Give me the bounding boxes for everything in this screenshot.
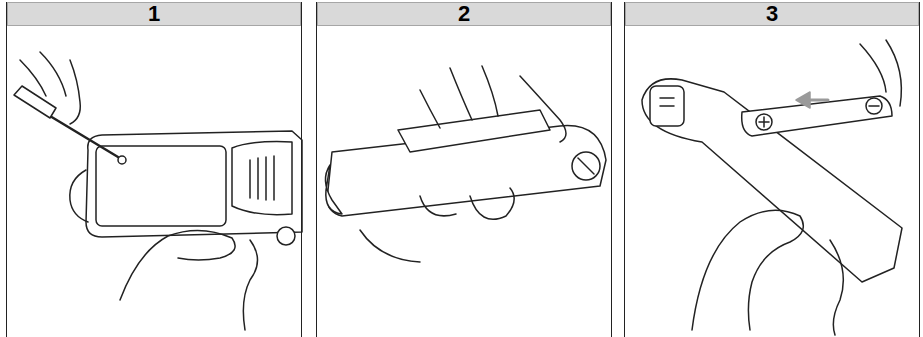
line-art (325, 165, 342, 214)
step-panel: 2 (316, 2, 612, 337)
line-art (860, 40, 901, 106)
line-art (360, 230, 420, 262)
line-art (450, 66, 566, 142)
step-number: 1 (148, 3, 160, 25)
line-art (243, 240, 257, 330)
line-art (250, 156, 274, 200)
line-art (96, 146, 226, 226)
step2-illustration (325, 66, 606, 262)
line-art (120, 230, 235, 300)
line-art (14, 86, 56, 118)
line-art (398, 110, 550, 152)
step1-illustration (14, 52, 302, 330)
line-art (578, 158, 594, 174)
line-art (50, 116, 118, 157)
line-art (808, 99, 828, 102)
step-panel: 1 (6, 2, 302, 337)
line-art (869, 105, 879, 107)
line-art (650, 86, 684, 126)
line-art (420, 188, 514, 219)
step-number: 3 (766, 3, 778, 25)
line-art (796, 92, 810, 108)
step-header: 2 (317, 2, 611, 26)
line-art (759, 117, 769, 127)
step3-illustration (642, 40, 902, 335)
line-art (572, 152, 600, 180)
step-panel: 3 (624, 2, 920, 337)
line-art (742, 96, 892, 136)
step-number: 2 (458, 3, 470, 25)
step-header: 1 (7, 2, 301, 26)
line-art (866, 98, 882, 114)
line-art (692, 210, 803, 330)
step-header: 3 (625, 2, 919, 26)
line-art (86, 131, 302, 237)
line-art (70, 170, 88, 222)
line-art (420, 90, 440, 128)
line-art (660, 98, 674, 106)
line-art (756, 114, 772, 130)
line-art (20, 52, 80, 124)
line-art (277, 227, 295, 245)
line-art (830, 240, 843, 335)
line-art (232, 142, 292, 215)
